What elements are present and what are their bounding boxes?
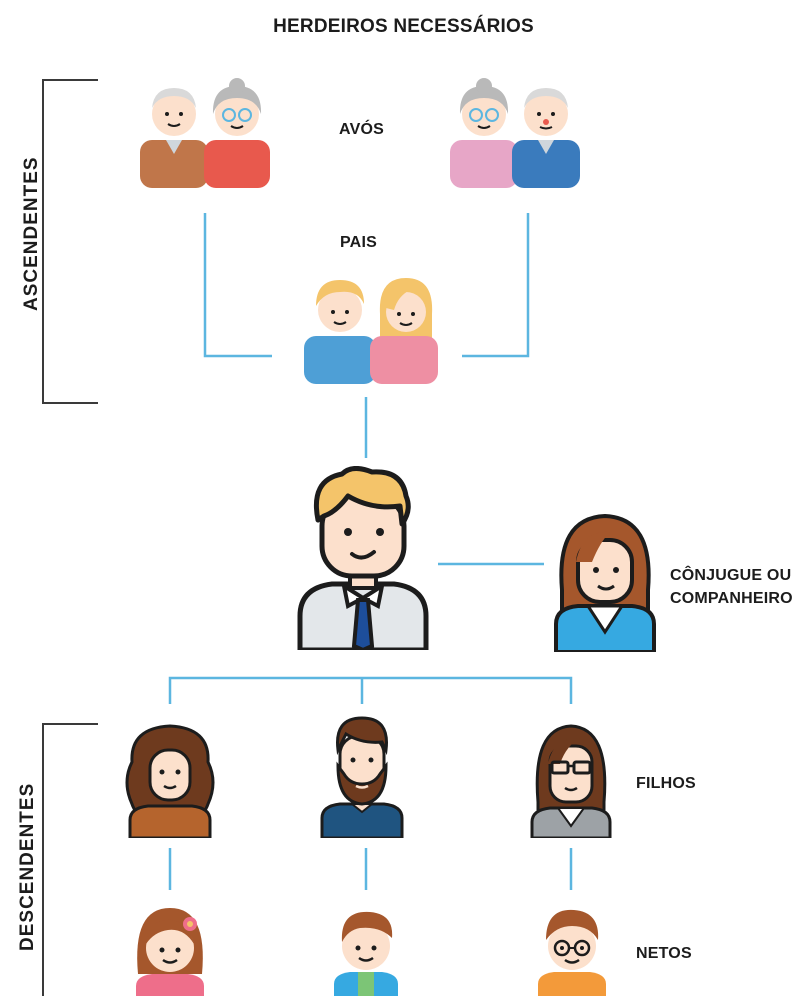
ascendentes-bracket bbox=[42, 79, 98, 404]
curly-woman-icon bbox=[125, 724, 215, 838]
diagram-title: HERDEIROS NECESSÁRIOS bbox=[273, 16, 534, 37]
conjuge-label-line2: COMPANHEIRO bbox=[670, 590, 793, 607]
bearded-man-icon bbox=[320, 716, 404, 838]
avos-label: AVÓS bbox=[339, 121, 384, 138]
descendentes-label: DESCENDENTES bbox=[17, 782, 38, 951]
pais-label: PAIS bbox=[340, 234, 377, 251]
grandparents-right-icon bbox=[450, 78, 580, 188]
glasses-boy-icon bbox=[538, 909, 606, 996]
grandparents-right-connector bbox=[462, 213, 530, 358]
girl-icon bbox=[136, 908, 204, 996]
conjuge-label-line1: CÔNJUGUE OU bbox=[670, 567, 792, 584]
ascendentes-label: ASCENDENTES bbox=[21, 156, 42, 311]
glasses-woman-icon bbox=[530, 724, 612, 838]
netos-label: NETOS bbox=[636, 945, 692, 962]
woman-icon bbox=[554, 513, 656, 652]
descendentes-bracket bbox=[42, 723, 98, 996]
parents-icon bbox=[304, 278, 438, 384]
grandparents-left-connector bbox=[203, 213, 272, 358]
boy-icon bbox=[334, 911, 398, 996]
children-connector bbox=[168, 676, 573, 704]
filhos-label: FILHOS bbox=[636, 775, 696, 792]
grandparents-left-icon bbox=[140, 78, 270, 188]
businessman-icon bbox=[297, 466, 429, 650]
